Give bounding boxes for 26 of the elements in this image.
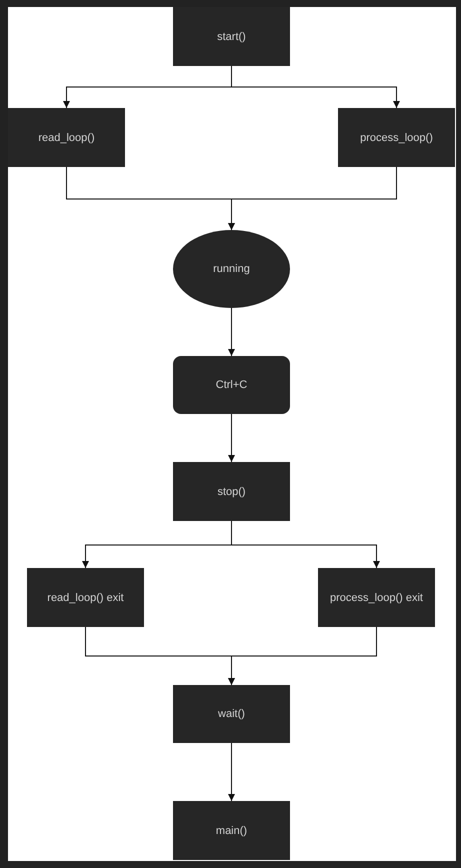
node-label: process_loop(): [360, 130, 433, 144]
node-label: read_loop(): [38, 130, 95, 144]
arrow: [228, 742, 235, 802]
arrow: [228, 166, 397, 230]
arrow: [228, 308, 235, 356]
process-box: [173, 801, 290, 860]
node-label: Ctrl+C: [216, 378, 248, 392]
process-box: [173, 685, 290, 743]
process-box: [338, 108, 455, 167]
arrow: [228, 414, 235, 462]
process-box: [173, 7, 290, 66]
node-label: wait(): [218, 707, 245, 721]
process-box: [318, 568, 435, 627]
process-box: [8, 108, 125, 167]
node-label: running: [213, 262, 250, 276]
node-label: main(): [216, 824, 248, 838]
node-label: process_loop() exit: [330, 590, 423, 604]
arrow: [231, 66, 400, 108]
arrow: [231, 520, 380, 568]
process-box: [173, 462, 290, 521]
process-box: [27, 568, 144, 627]
arrow: [228, 626, 377, 686]
event-box: [173, 356, 290, 414]
node-label: stop(): [217, 484, 246, 498]
node-label: read_loop() exit: [47, 590, 124, 604]
node-label: start(): [217, 30, 246, 44]
